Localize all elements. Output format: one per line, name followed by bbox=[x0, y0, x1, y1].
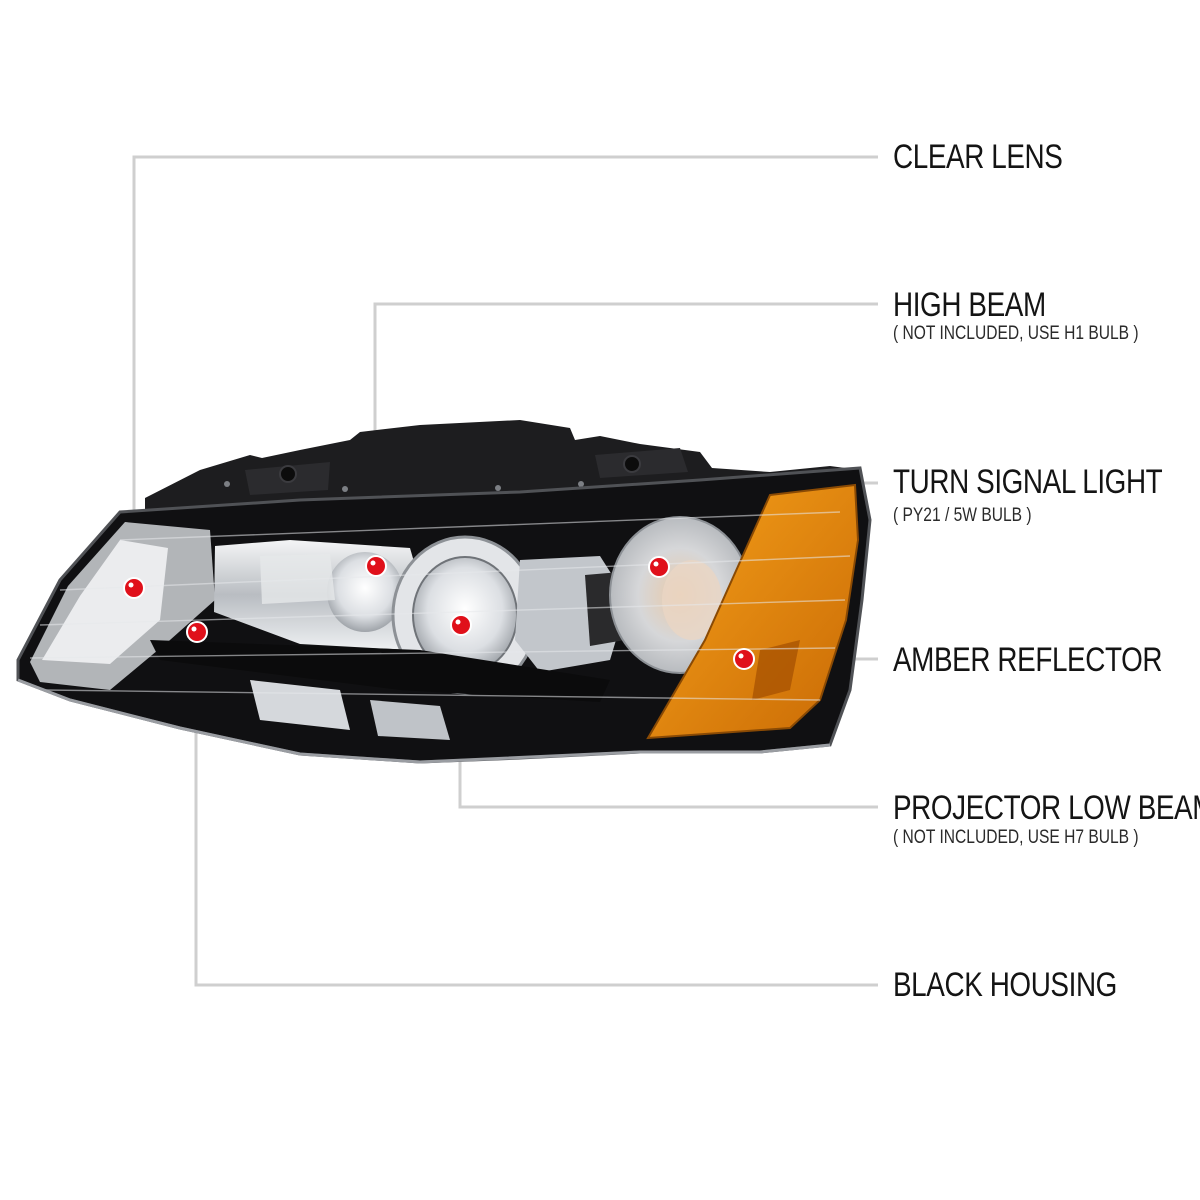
leader-line-clear-lens bbox=[132, 155, 878, 586]
label-amber-reflector: AMBER REFLECTOR bbox=[893, 641, 1163, 679]
label-high-beam: HIGH BEAM bbox=[893, 286, 1046, 324]
marker-amber-reflector bbox=[733, 648, 755, 670]
marker-clear-lens bbox=[123, 577, 145, 599]
markers bbox=[123, 555, 755, 670]
marker-turn-signal bbox=[648, 556, 670, 578]
label-black-housing: BLACK HOUSING bbox=[893, 966, 1117, 1004]
note-high-beam: ( NOT INCLUDED, USE H1 BULB ) bbox=[893, 323, 1139, 344]
marker-black-housing bbox=[186, 621, 208, 643]
marker-high-beam bbox=[365, 555, 387, 577]
note-turn-signal: ( PY21 / 5W BULB ) bbox=[893, 505, 1032, 526]
label-clear-lens: CLEAR LENS bbox=[893, 138, 1063, 176]
leader-line-black-housing bbox=[194, 632, 878, 987]
label-turn-signal: TURN SIGNAL LIGHT bbox=[893, 463, 1163, 501]
label-projector-low-beam: PROJECTOR LOW BEAM bbox=[893, 789, 1200, 827]
note-projector-low-beam: ( NOT INCLUDED, USE H7 BULB ) bbox=[893, 827, 1139, 848]
headlight-illustration bbox=[16, 420, 872, 764]
marker-projector-low-beam bbox=[450, 614, 472, 636]
